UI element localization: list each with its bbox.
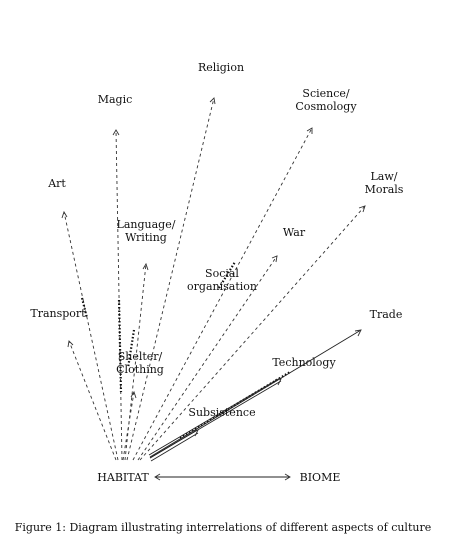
arrow-to-trade (149, 329, 362, 458)
arrow-to-shelter (122, 391, 135, 461)
arrow-to-war (137, 255, 278, 461)
arrow-head-magic (112, 129, 120, 136)
arrow-head-transport (67, 340, 74, 348)
arrow-head-trade (354, 329, 362, 337)
label-cosmology: Cosmology (295, 100, 357, 113)
label-social: Social (205, 267, 239, 280)
label-technology: Technology (272, 356, 336, 369)
arrow-head-technology (274, 378, 282, 386)
arrow-head-language (142, 262, 149, 271)
label-trade: Trade (370, 308, 403, 321)
dotted-link-magic (117, 299, 123, 393)
arrow-to-technology-1 (148, 377, 281, 456)
label-clothing: Clothing (116, 363, 164, 376)
solid-arrows (148, 329, 362, 481)
arrow-head-religion (209, 97, 216, 105)
label-shelter: Shelter/ (118, 350, 163, 363)
label-habitat: HABITAT (97, 471, 149, 484)
arrow-to-art (63, 211, 119, 461)
label-language: Language/ (117, 218, 176, 231)
dotted-links (80, 261, 291, 439)
arrow-head-art (61, 210, 68, 219)
label-writing: Writing (125, 231, 167, 244)
label-war: War (283, 226, 306, 239)
arrow-to-magic (115, 129, 123, 461)
arrow-head-shelter (130, 390, 137, 399)
dashed-arrows (61, 97, 366, 461)
node-labels: Religion Magic Science/ Cosmology Art La… (30, 61, 403, 484)
arrow-head-science (306, 127, 313, 134)
figure-caption: Figure 1: Diagram illustrating interrela… (15, 521, 431, 534)
label-transport: Transport (30, 307, 86, 320)
arrow-head-subsistence (191, 429, 199, 437)
arrow-to-science (132, 127, 313, 461)
arrow-to-religion (126, 97, 215, 461)
dotted-link-social (218, 261, 236, 289)
arrow-to-law (139, 205, 366, 461)
label-art: Art (47, 177, 66, 190)
arrow-head-war (271, 255, 278, 263)
label-magic: Magic (98, 93, 133, 106)
arrow-to-subsistence-2 (150, 432, 199, 462)
arrow-head-biome (284, 473, 291, 481)
arrow-head-habitat (154, 473, 161, 481)
label-law: Law/ (371, 170, 398, 183)
arrow-head-law (358, 205, 366, 213)
arrow-to-language (124, 263, 147, 461)
label-organisation: organisation (187, 280, 257, 293)
dotted-link-language (126, 329, 136, 369)
label-religion: Religion (198, 61, 244, 74)
dotted-link-subsistence (179, 371, 291, 439)
arrow-to-transport (68, 340, 117, 461)
label-biome: BIOME (300, 471, 341, 484)
label-subsistence: Subsistence (188, 406, 255, 419)
label-morals: Morals (365, 183, 404, 196)
label-science: Science/ (302, 87, 349, 100)
arrow-to-subsistence-1 (149, 429, 198, 459)
